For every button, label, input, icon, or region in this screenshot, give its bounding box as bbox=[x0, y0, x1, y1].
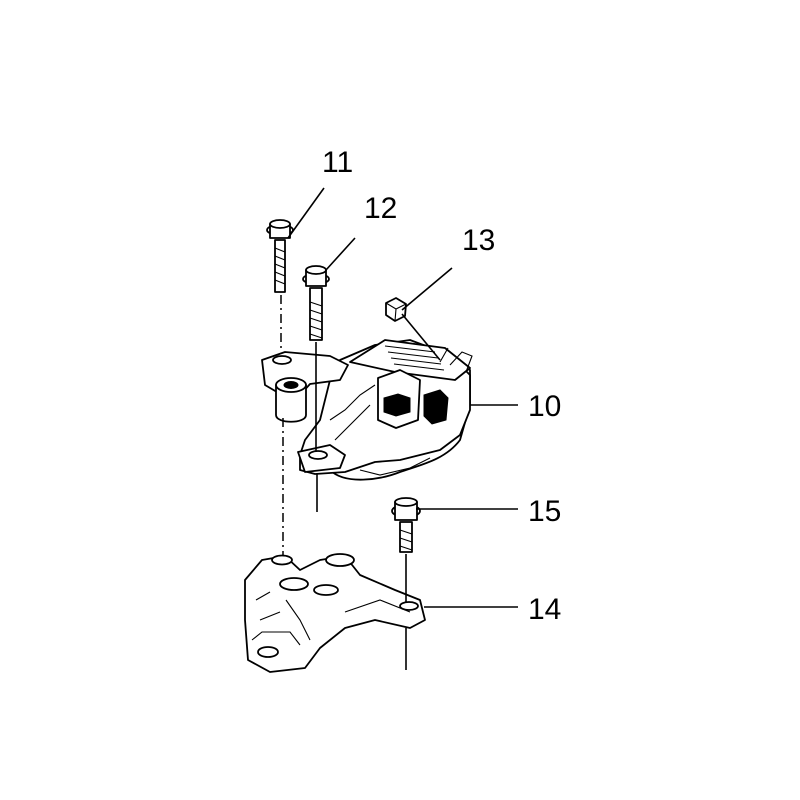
engine-mount-10 bbox=[261, 339, 473, 481]
bolt-12 bbox=[302, 265, 330, 341]
bolt-15 bbox=[391, 497, 421, 553]
callout-11: 11 bbox=[322, 146, 353, 179]
leader-lines bbox=[287, 187, 518, 608]
callout-15: 15 bbox=[528, 495, 561, 528]
callout-14: 14 bbox=[528, 593, 561, 626]
callout-10: 10 bbox=[528, 390, 561, 423]
bracket-14 bbox=[244, 553, 426, 673]
callout-12: 12 bbox=[364, 192, 397, 225]
assembly-lines bbox=[280, 295, 407, 670]
nut-13 bbox=[385, 297, 407, 322]
callout-13: 13 bbox=[462, 224, 495, 257]
bolt-11 bbox=[266, 219, 294, 293]
